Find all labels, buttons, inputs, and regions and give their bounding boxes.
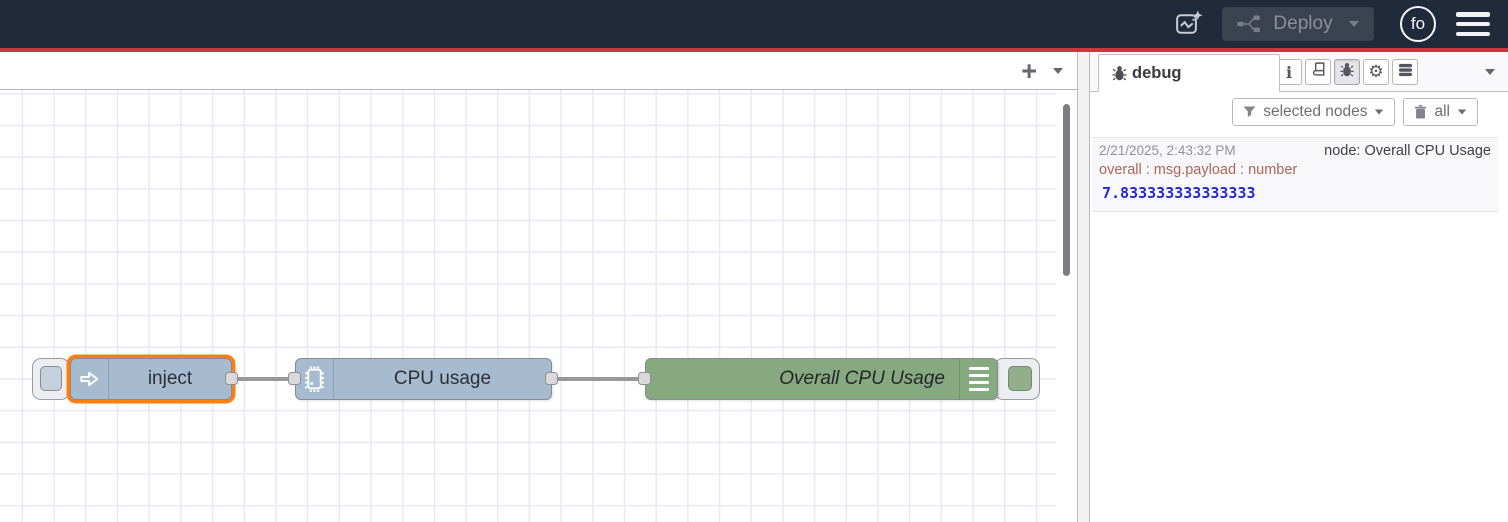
node-label: Overall CPU Usage — [779, 368, 945, 389]
filter-label: selected nodes — [1263, 103, 1368, 120]
bug-icon — [1112, 65, 1127, 81]
deploy-button[interactable]: Deploy — [1222, 7, 1374, 41]
inject-trigger-inner[interactable] — [40, 366, 62, 391]
port-cpu-input[interactable] — [288, 372, 301, 385]
debug-sidebar: debug i — [1089, 52, 1508, 522]
node-label: inject — [147, 368, 193, 389]
debug-filter-button[interactable]: selected nodes — [1232, 98, 1396, 126]
filter-caret-icon — [1375, 109, 1384, 115]
sidebar-menu-caret-icon[interactable] — [1485, 69, 1495, 75]
main-header: Deploy fo — [0, 0, 1508, 48]
deploy-caret-icon[interactable] — [1348, 21, 1359, 27]
node-inject[interactable]: inject — [70, 358, 232, 400]
info-tab-button[interactable]: i — [1276, 59, 1302, 85]
book-icon — [1311, 62, 1326, 82]
port-cpu-output[interactable] — [545, 372, 558, 385]
flow-canvas[interactable]: inject CPU usage Overa — [0, 90, 1077, 522]
clear-label: all — [1434, 103, 1450, 120]
inject-trigger-button[interactable] — [32, 358, 70, 400]
workspace-tabbar: + — [0, 52, 1077, 90]
debug-tab-button[interactable] — [1334, 59, 1360, 85]
debug-lines-icon — [959, 359, 997, 399]
workspace-column: + inject — [0, 52, 1078, 522]
message-value: 7.833333333333333 — [1102, 184, 1256, 202]
filter-icon — [1243, 106, 1256, 118]
database-icon — [1398, 63, 1413, 82]
header-accent-line — [0, 48, 1508, 52]
node-cpu-usage[interactable]: CPU usage — [295, 358, 552, 400]
info-icon: i — [1285, 62, 1293, 82]
flow-list-caret-icon[interactable] — [1053, 68, 1063, 74]
user-avatar[interactable]: fo — [1400, 6, 1436, 42]
add-flow-button[interactable]: + — [1021, 56, 1037, 86]
deploy-icon — [1237, 15, 1261, 33]
debug-toggle-inner[interactable] — [1008, 366, 1032, 391]
node-overall-cpu-usage[interactable]: Overall CPU Usage — [645, 358, 998, 400]
menu-icon[interactable] — [1456, 12, 1490, 36]
node-label: CPU usage — [393, 368, 492, 389]
port-inject-output[interactable] — [225, 372, 238, 385]
canvas-vertical-scrollbar[interactable] — [1063, 104, 1070, 276]
wire-inject-to-cpu — [232, 377, 295, 381]
message-property: overall : msg.payload : number — [1099, 162, 1298, 178]
clear-caret-icon — [1457, 109, 1467, 115]
sidebar-tool-buttons: i — [1276, 59, 1418, 85]
wire-cpu-to-debug — [552, 377, 645, 381]
port-debug-input[interactable] — [638, 372, 651, 385]
context-tab-button[interactable] — [1392, 59, 1418, 85]
debug-toggle-button[interactable] — [994, 358, 1040, 400]
config-tab-button[interactable]: ⚙ — [1363, 59, 1389, 85]
tab-debug[interactable]: debug — [1098, 54, 1280, 92]
assistant-icon[interactable] — [1174, 9, 1204, 39]
deploy-label: Deploy — [1273, 13, 1333, 34]
sidebar-resize-handle[interactable] — [1078, 52, 1089, 522]
help-tab-button[interactable] — [1305, 59, 1331, 85]
debug-clear-button[interactable]: all — [1403, 98, 1478, 126]
message-source-node: node: Overall CPU Usage — [1324, 143, 1491, 159]
trash-icon — [1415, 105, 1427, 119]
debug-filter-bar: selected nodes all — [1090, 92, 1508, 132]
inject-arrow-icon — [71, 359, 109, 399]
cpu-chip-icon — [296, 359, 334, 399]
canvas-scroll-gutter — [1056, 90, 1077, 522]
tab-debug-label: debug — [1132, 63, 1182, 82]
debug-message[interactable]: 2/21/2025, 2:43:32 PM node: Overall CPU … — [1092, 137, 1498, 212]
message-timestamp: 2/21/2025, 2:43:32 PM — [1099, 143, 1236, 158]
bug-icon — [1340, 62, 1354, 82]
sidebar-header: debug i — [1090, 52, 1508, 92]
gear-icon: ⚙ — [1368, 62, 1384, 82]
